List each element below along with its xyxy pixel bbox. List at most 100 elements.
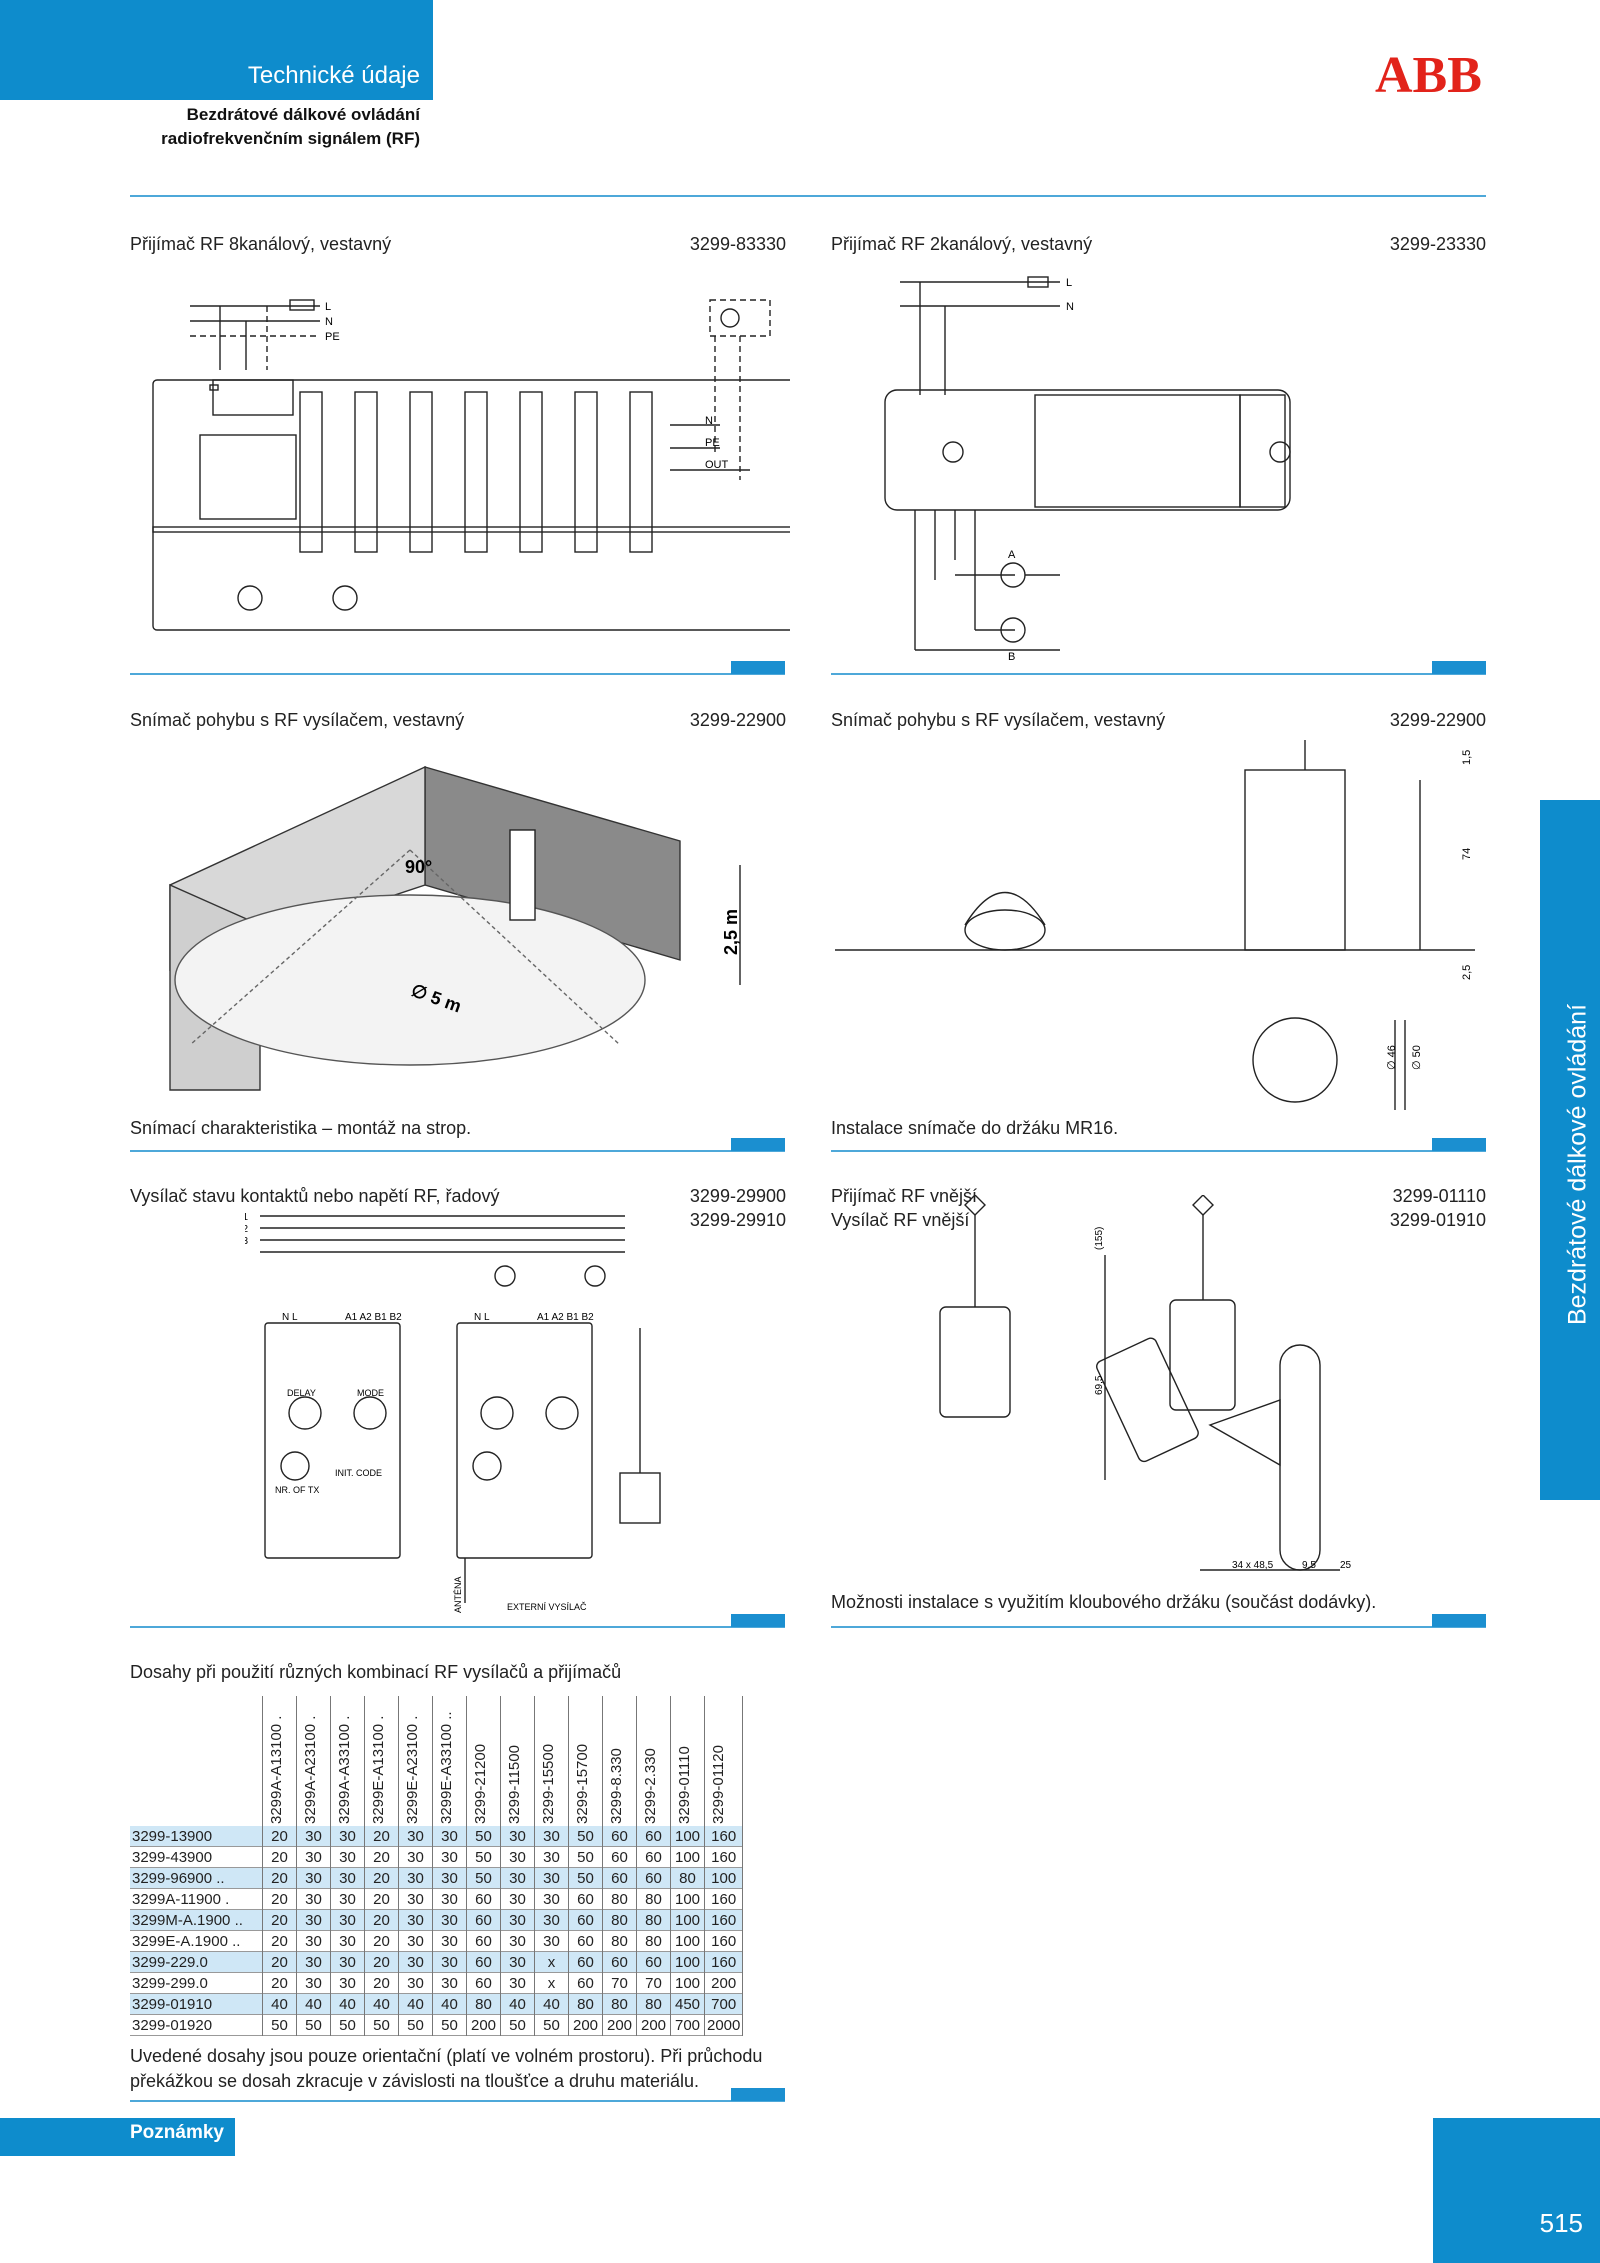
- column-label: 3299-2.330: [642, 1748, 659, 1824]
- section-rule: [130, 1150, 785, 1152]
- range-cell: 80: [670, 1867, 705, 1889]
- range-cell: 30: [330, 1888, 365, 1910]
- range-cell: 80: [636, 1909, 671, 1931]
- range-cell: 50: [296, 2014, 331, 2036]
- range-cell: 40: [398, 1993, 433, 2015]
- range-cell: 40: [296, 1993, 331, 2015]
- section-code-contact-2: 3299-29910: [689, 1210, 786, 1230]
- range-cell: 60: [568, 1888, 603, 1910]
- range-cell: 30: [500, 1888, 535, 1910]
- table-column-header: 3299-21200: [466, 1696, 501, 1826]
- subtitle-line-1: Bezdrátové dálkové ovládání: [186, 105, 420, 124]
- range-cell: 50: [466, 1826, 501, 1847]
- range-cell: 30: [500, 1951, 535, 1973]
- range-cell: 30: [330, 1951, 365, 1973]
- row-label: 3299-01920: [130, 2014, 263, 2036]
- range-cell: 50: [398, 2014, 433, 2036]
- range-cell: 160: [704, 1951, 744, 1973]
- table-header-row: 3299A-A13100 .3299A-A23100 .3299A-A33100…: [130, 1696, 744, 1826]
- range-cell: 50: [262, 2014, 297, 2036]
- column-label: 3299A-A33100 .: [336, 1715, 353, 1824]
- section-title-outdoor-tx: Vysílač RF vnější: [831, 1210, 970, 1230]
- range-cell: 30: [398, 1867, 433, 1889]
- range-cell: 700: [670, 2014, 705, 2036]
- range-cell: 100: [704, 1867, 744, 1889]
- range-cell: 40: [330, 1993, 365, 2015]
- range-cell: 30: [534, 1909, 569, 1931]
- range-cell: 450: [670, 1993, 705, 2015]
- range-cell: 30: [296, 1909, 331, 1931]
- range-cell: 160: [704, 1826, 744, 1847]
- section-title-mr16: Snímač pohybu s RF vysílačem, vestavný: [831, 710, 1166, 730]
- range-cell: 20: [364, 1888, 399, 1910]
- range-cell: 20: [364, 1867, 399, 1889]
- range-cell: 60: [602, 1846, 637, 1868]
- caption-mr16: Instalace snímače do držáku MR16.: [831, 1118, 1119, 1138]
- column-label: 3299E-A23100 .: [404, 1715, 421, 1824]
- range-cell: 700: [704, 1993, 744, 2015]
- range-cell: 80: [602, 1909, 637, 1931]
- column-label: 3299-11500: [506, 1745, 523, 1824]
- range-cell: 50: [364, 2014, 399, 2036]
- range-cell: 30: [500, 1846, 535, 1868]
- table-column-header: 3299A-A33100 .: [330, 1696, 365, 1826]
- range-cell: 20: [262, 1972, 297, 1994]
- range-cell: 60: [568, 1909, 603, 1931]
- range-cell: 30: [398, 1930, 433, 1952]
- section-code-rx2: 3299-23330: [1389, 234, 1486, 254]
- page-number-band: [1433, 2118, 1600, 2263]
- side-tab-label: Bezdrátové dálkové ovládání: [1563, 1003, 1592, 1326]
- range-cell: 30: [330, 1846, 365, 1868]
- section-accent: [731, 2088, 785, 2101]
- range-cell: 30: [534, 1826, 569, 1847]
- section-rule: [831, 1150, 1486, 1152]
- range-cell: 80: [636, 1930, 671, 1952]
- range-cell: 30: [330, 1972, 365, 1994]
- motion-coverage-diagram: 90° ∅ 5 m 2,5 m: [169, 765, 741, 1091]
- table-title: Dosahy při použití různých kombinací RF …: [130, 1662, 622, 1682]
- range-cell: 200: [636, 2014, 671, 2036]
- mr16-dim-1-5: 1,5: [1461, 750, 1473, 765]
- page-title: Technické údaje: [247, 62, 420, 89]
- range-cell: 30: [296, 1826, 331, 1847]
- range-cell: 200: [568, 2014, 603, 2036]
- range-cell: 60: [636, 1951, 671, 1973]
- range-cell: 60: [466, 1930, 501, 1952]
- contact-label-nr-tx: NR. OF TX: [275, 1485, 319, 1495]
- range-cell: 30: [296, 1888, 331, 1910]
- range-cell: 20: [262, 1846, 297, 1868]
- section-rule: [130, 2100, 785, 2102]
- range-cell: 60: [568, 1930, 603, 1952]
- contact-label-delay: DELAY: [287, 1388, 316, 1398]
- range-cell: 40: [500, 1993, 535, 2015]
- side-tab: Bezdrátové dálkové ovládání: [1540, 800, 1600, 1500]
- column-label: 3299A-A23100 .: [302, 1715, 319, 1824]
- contact-transmitter-diagram: L1 L2 L3 N N L A1 A2 B1 B2 N L A1 A2 B1 …: [245, 1212, 661, 1613]
- rx8-label-n: N: [325, 316, 333, 328]
- range-cell: 30: [296, 1846, 331, 1868]
- row-label: 3299-299.0: [130, 1972, 263, 1994]
- table-column-header: 3299-8.330: [602, 1696, 637, 1826]
- contact-label-mode: MODE: [357, 1388, 384, 1398]
- row-label: 3299A-11900 .: [130, 1888, 263, 1910]
- section-rule: [130, 1626, 785, 1628]
- range-cell: 80: [602, 1930, 637, 1952]
- section-accent: [1432, 1614, 1486, 1627]
- table-column-header: 3299-01120: [704, 1696, 744, 1826]
- range-cell: 60: [602, 1951, 637, 1973]
- section-title-contact: Vysílač stavu kontaktů nebo napětí RF, ř…: [130, 1186, 500, 1206]
- notes-band: [0, 2118, 235, 2156]
- rx2-label-a: A: [1008, 549, 1016, 561]
- range-cell: 30: [432, 1909, 467, 1931]
- range-cell: 30: [534, 1888, 569, 1910]
- range-cell: 50: [330, 2014, 365, 2036]
- contact-label-terminals-2: A1 A2 B1 B2: [537, 1312, 594, 1323]
- table-column-header: 3299A-A23100 .: [296, 1696, 331, 1826]
- outdoor-dim-155: (155): [1094, 1227, 1105, 1250]
- column-label: 3299-01120: [710, 1745, 727, 1824]
- range-cell: 30: [330, 1930, 365, 1952]
